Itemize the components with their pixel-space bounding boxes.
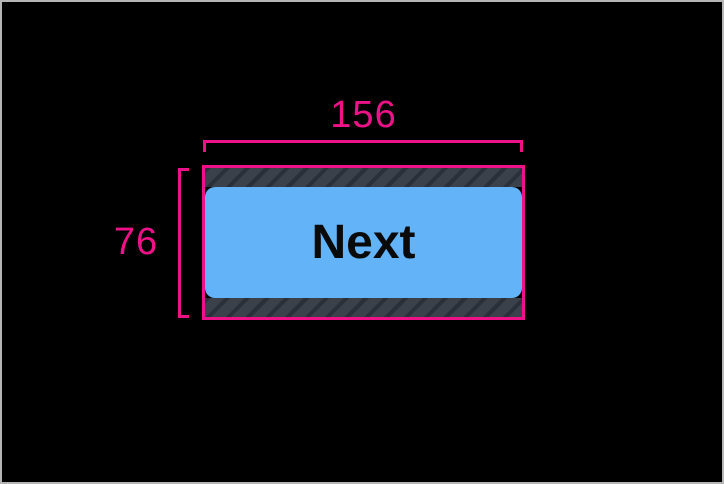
height-dimension-label: 76: [113, 221, 159, 263]
padding-hatch-bottom: [205, 298, 522, 317]
width-dimension-label: 156: [330, 94, 397, 136]
padding-hatch-top: [205, 168, 522, 187]
selected-element-outline: Next: [202, 165, 525, 320]
width-measurement-bracket: [203, 140, 523, 152]
height-measurement-bracket: [178, 168, 189, 318]
next-button[interactable]: Next: [205, 187, 522, 298]
next-button-label: Next: [311, 215, 416, 269]
